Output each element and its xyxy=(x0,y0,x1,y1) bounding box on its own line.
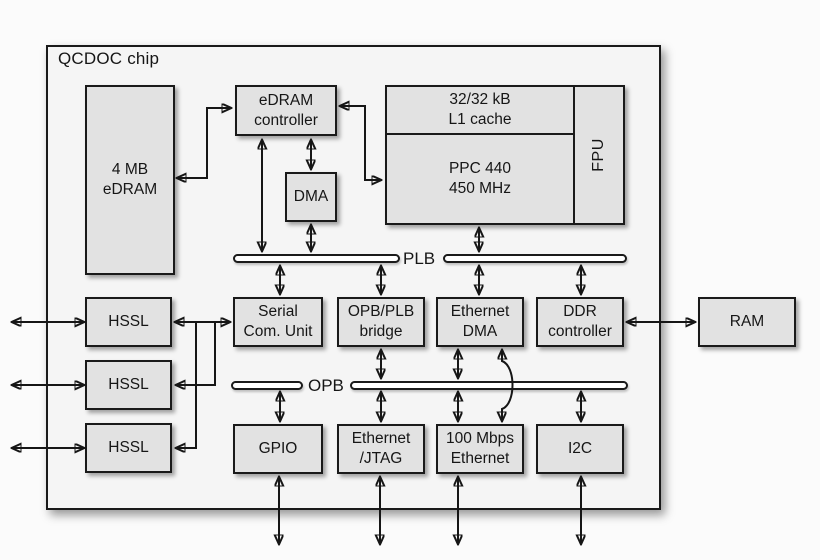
block-fpu: FPU xyxy=(573,87,623,223)
block-opb-plb-bridge: OPB/PLB bridge xyxy=(337,297,425,347)
fpu-label: FPU xyxy=(590,138,607,172)
opb-bus-label: OPB xyxy=(308,376,344,395)
opb-bus-left-segment xyxy=(231,381,303,390)
serial-com-unit-label: Serial Com. Unit xyxy=(243,303,313,340)
plb-bus-left-segment xyxy=(233,254,400,263)
hssl-1-label: HSSL xyxy=(108,313,149,331)
ddr-controller-label: DDR controller xyxy=(548,303,612,340)
block-hssl-2: HSSL xyxy=(85,360,172,410)
gpio-label: GPIO xyxy=(258,440,298,458)
block-l1-cache: 32/32 kB L1 cache xyxy=(387,87,573,135)
block-edram: 4 MB eDRAM xyxy=(85,85,175,275)
block-ppc440: PPC 440 450 MHz xyxy=(387,135,573,223)
l1-cache-label: 32/32 kB L1 cache xyxy=(448,91,512,128)
ram-label: RAM xyxy=(729,313,765,331)
block-hssl-3: HSSL xyxy=(85,423,172,473)
block-gpio: GPIO xyxy=(233,424,323,474)
ppc440-label: PPC 440 450 MHz xyxy=(448,160,512,197)
block-ram: RAM xyxy=(698,297,796,347)
plb-bus-label: PLB xyxy=(403,249,436,268)
edram-controller-label: eDRAM controller xyxy=(254,91,318,129)
chip-title: QCDOC chip xyxy=(58,49,160,68)
dma-label: DMA xyxy=(293,188,329,206)
block-i2c: I2C xyxy=(536,424,624,474)
block-cpu-complex: 32/32 kB L1 cache PPC 440 450 MHz FPU xyxy=(385,85,625,225)
block-serial-com-unit: Serial Com. Unit xyxy=(233,297,323,347)
100mbps-ethernet-label: 100 Mbps Ethernet xyxy=(445,430,515,467)
hssl-3-label: HSSL xyxy=(108,439,149,457)
block-ddr-controller: DDR controller xyxy=(536,297,624,347)
block-100mbps-ethernet: 100 Mbps Ethernet xyxy=(436,424,524,474)
opb-bus-right-segment xyxy=(350,381,628,390)
edram-label: 4 MB eDRAM xyxy=(102,161,158,198)
plb-bus-right-segment xyxy=(443,254,627,263)
block-edram-controller: eDRAM controller xyxy=(235,85,337,136)
block-dma: DMA xyxy=(285,172,337,222)
block-ethernet-jtag: Ethernet /JTAG xyxy=(337,424,425,474)
opb-plb-bridge-label: OPB/PLB bridge xyxy=(347,303,415,340)
block-hssl-1: HSSL xyxy=(85,297,172,347)
i2c-label: I2C xyxy=(567,440,593,458)
ethernet-dma-label: Ethernet DMA xyxy=(450,303,510,340)
ethernet-jtag-label: Ethernet /JTAG xyxy=(351,430,411,467)
block-ethernet-dma: Ethernet DMA xyxy=(436,297,524,347)
hssl-2-label: HSSL xyxy=(108,376,149,394)
